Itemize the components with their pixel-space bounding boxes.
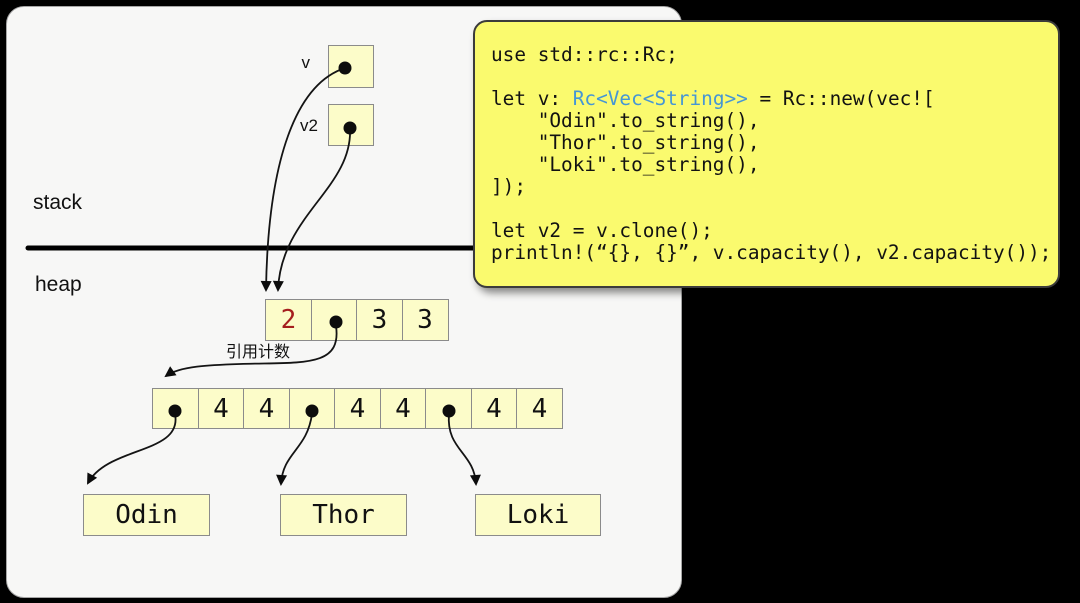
rc-pointer-cell [310, 299, 358, 341]
string1-pointer-cell [288, 388, 336, 429]
string2-cap-cell: 4 [516, 388, 563, 429]
stack-region-label: stack [33, 191, 83, 214]
code-line-clone: let v2 = v.clone(); [491, 219, 713, 242]
stack-var-v2-box [328, 104, 374, 146]
code-type-annotation: Rc<Vec<String>> [572, 87, 748, 110]
stack-var-v-box [328, 45, 374, 88]
code-snippet-card: use std::rc::Rc; let v: Rc<Vec<String>> … [473, 20, 1060, 288]
string0-pointer-cell [152, 388, 199, 429]
code-line-close: ]); [491, 175, 527, 198]
var-v2-label: v2 [300, 116, 318, 135]
code-line-let-v: let v: Rc<Vec<String>> = Rc::new(vec![ [491, 88, 1051, 110]
string-box-odin: Odin [83, 494, 210, 536]
code-line-odin: "Odin".to_string(), [491, 109, 760, 132]
string2-len-cell: 4 [470, 388, 518, 429]
refcount-label: 引用计数 [226, 344, 291, 361]
code-line-blank1 [491, 66, 1051, 88]
string1-len-cell: 4 [334, 388, 381, 429]
string-box-loki: Loki [475, 494, 601, 536]
code-line-loki: "Loki".to_string(), [491, 153, 760, 176]
string0-cap-cell: 4 [243, 388, 290, 429]
string-box-thor: Thor [280, 494, 407, 536]
code-line-blank2 [491, 198, 1051, 220]
string2-pointer-cell [425, 388, 472, 429]
string1-cap-cell: 4 [379, 388, 427, 429]
code-let-v-prefix: let v: [491, 87, 573, 110]
rc-control-block-row: 2 3 3 [265, 299, 449, 341]
heap-region-label: heap [35, 273, 82, 296]
code-line-println: println!(“{}, {}”, v.capacity(), v2.capa… [491, 241, 1052, 264]
code-line-use: use std::rc::Rc; [491, 43, 678, 66]
rc-strong-count-cell: 2 [265, 299, 312, 341]
rc-cap-cell: 3 [401, 299, 449, 341]
code-line-thor: "Thor".to_string(), [491, 131, 760, 154]
rc-len-cell: 3 [356, 299, 403, 341]
string0-len-cell: 4 [197, 388, 245, 429]
var-v-label: v [301, 53, 311, 72]
vec-buffer-row: 4 4 4 4 4 4 [152, 388, 563, 429]
rust-code-block: use std::rc::Rc; let v: Rc<Vec<String>> … [491, 44, 1051, 264]
code-let-v-suffix: = Rc::new(vec![ [747, 87, 935, 110]
